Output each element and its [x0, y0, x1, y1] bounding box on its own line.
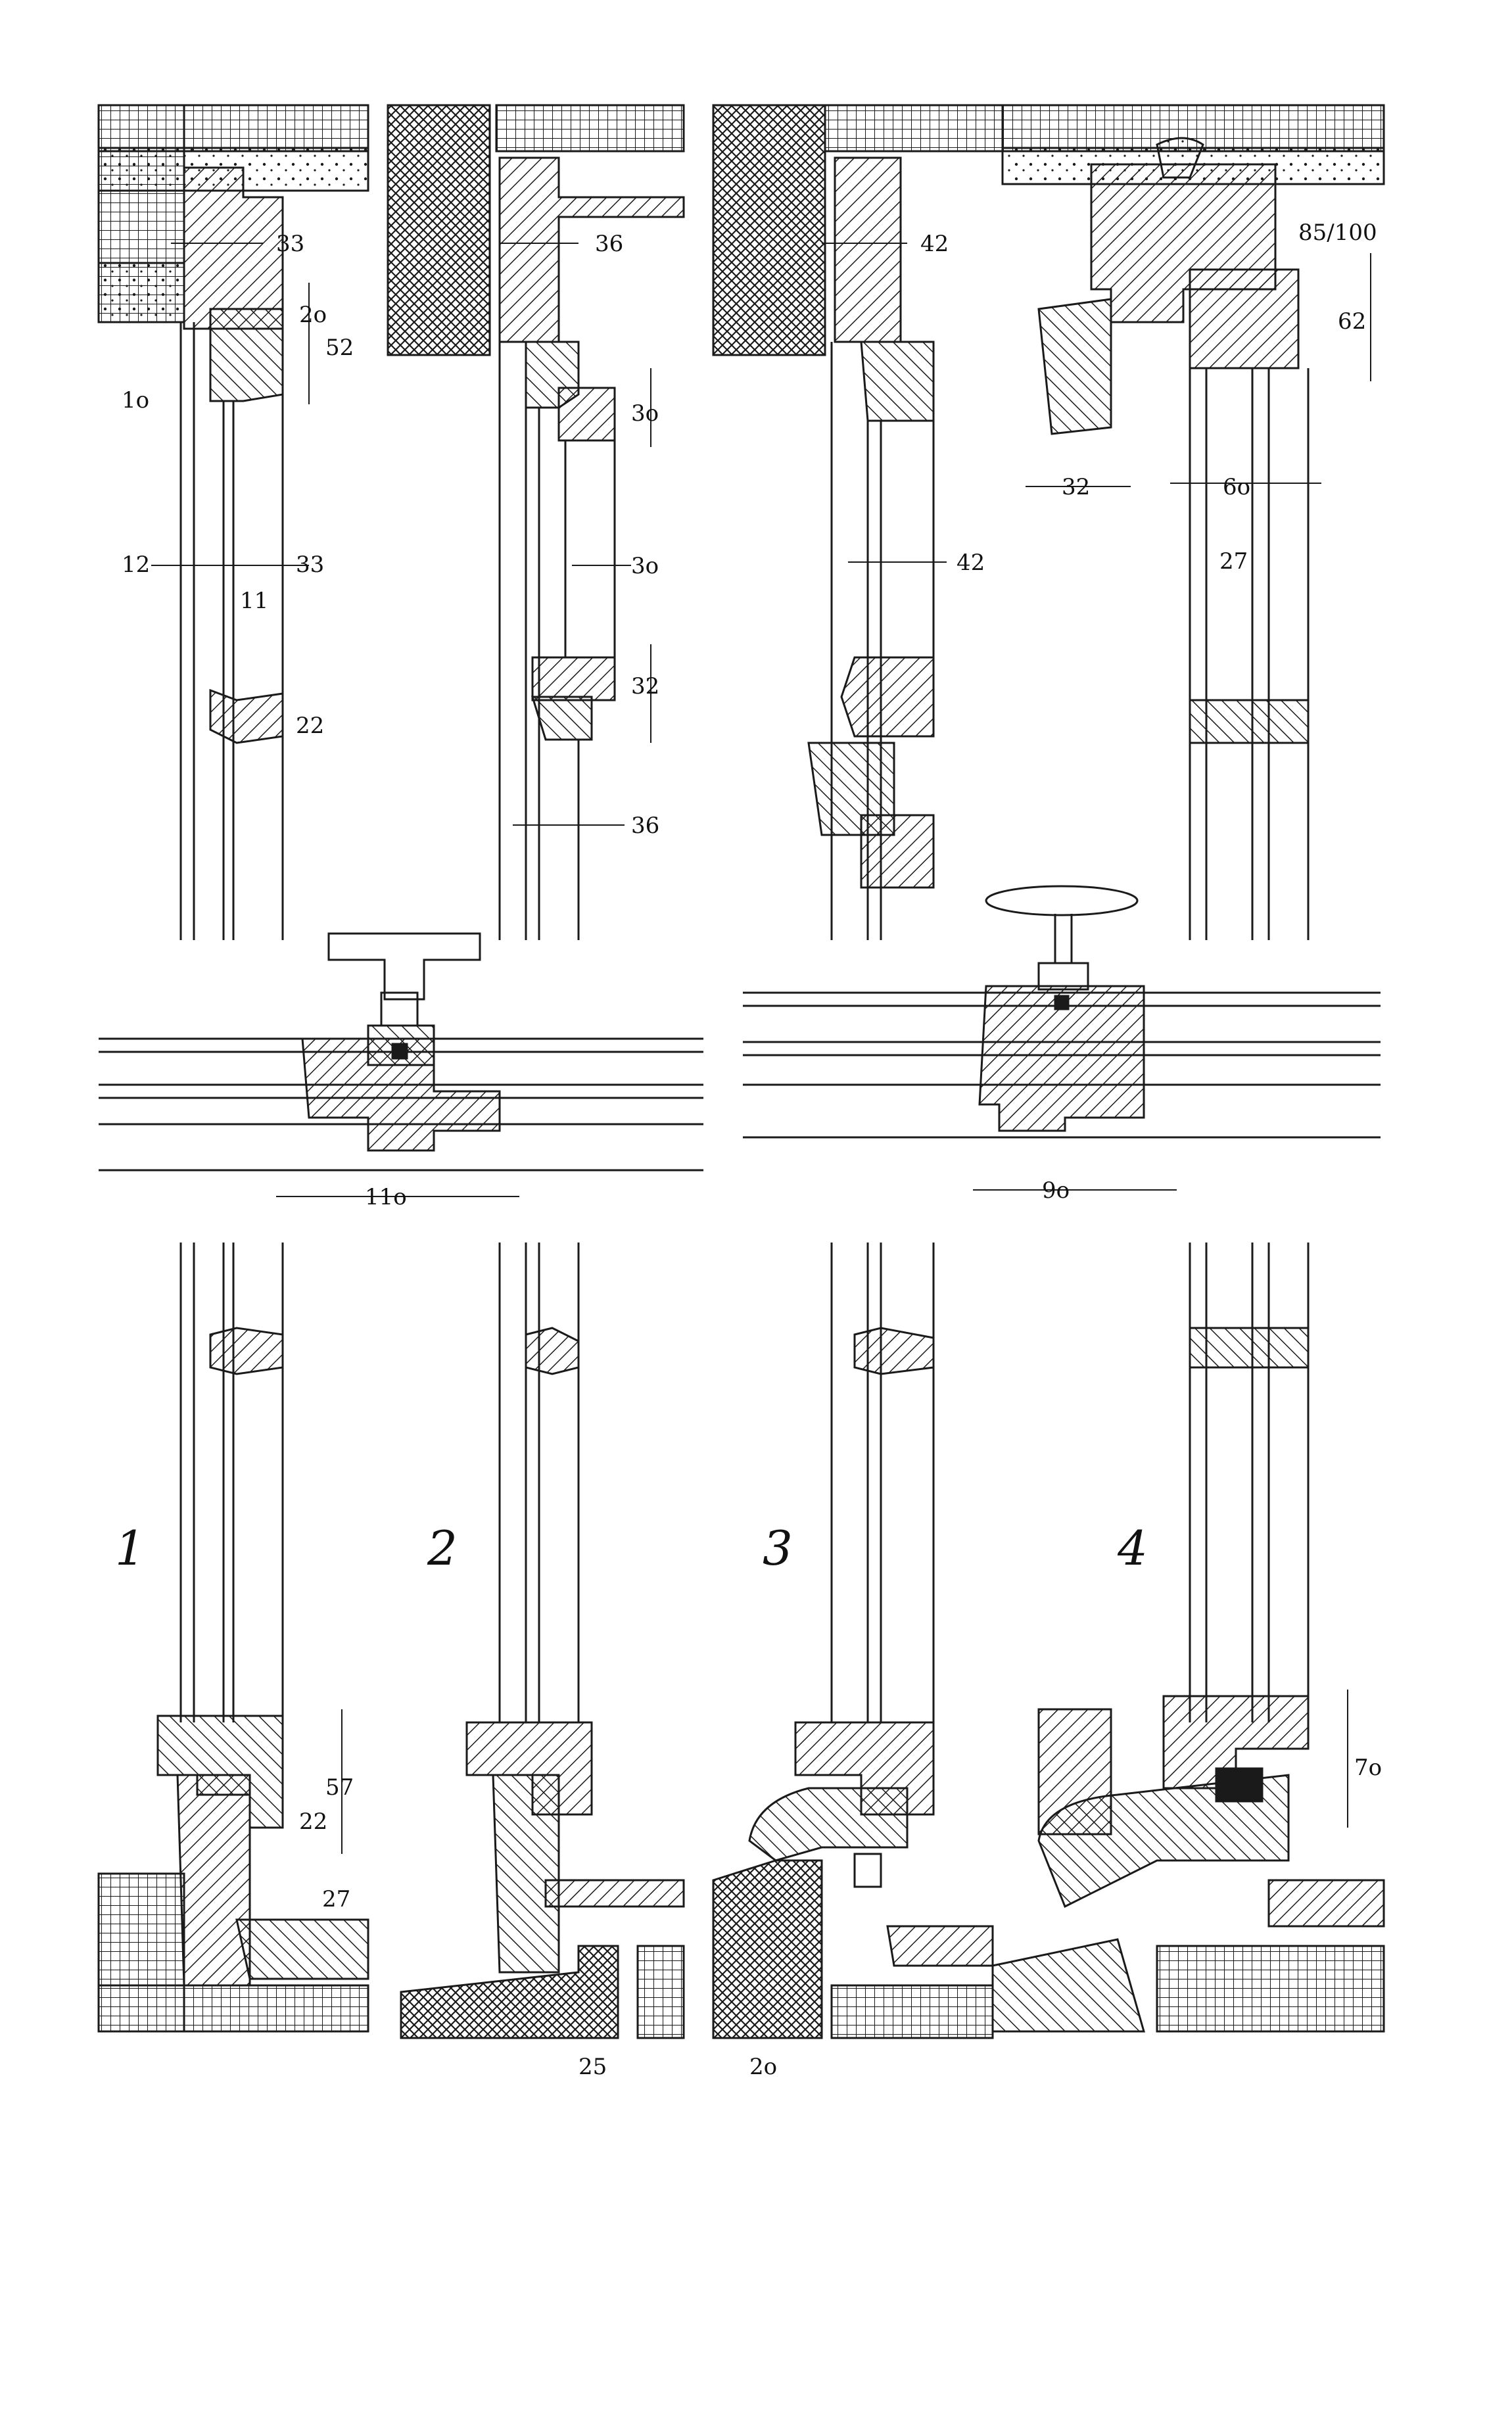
dim-1-27: 27: [322, 1886, 350, 1912]
plan-section-2: [743, 885, 1381, 1139]
dim-4-62: 62: [1338, 308, 1366, 335]
detail-4-head: [1001, 104, 1385, 940]
dim-plan-1-11o: 11o: [365, 1184, 407, 1210]
figure-numbers: 1 2 3 4: [115, 1521, 1148, 1576]
dim-3-42: 42: [920, 231, 949, 257]
plan-section-1: [99, 932, 703, 1172]
dim-4-27: 27: [1219, 548, 1248, 575]
dim-3-2o: 2o: [749, 2054, 777, 2080]
dim-1-22: 22: [296, 713, 324, 739]
dimension-labels: 33 2o 52 1o 12 33 11 22 36 3o 3o 32 36 4…: [122, 220, 1382, 2080]
detail-2-sill: [400, 1243, 685, 2039]
dim-plan-2-9o: 9o: [1042, 1177, 1070, 1204]
dim-1-2o: 2o: [299, 302, 327, 328]
dim-4-85-100: 85/100: [1298, 220, 1377, 246]
dim-1-33b: 33: [296, 552, 324, 578]
dimension-lines: [151, 243, 1371, 1854]
dim-1-57: 57: [325, 1774, 354, 1801]
dim-2-25: 25: [579, 2054, 607, 2080]
detail-4-sill: [991, 1243, 1385, 2033]
detail-1-sill: [97, 1243, 369, 2033]
dim-2-36-b: 36: [631, 813, 659, 839]
figure-number-2: 2: [427, 1521, 458, 1576]
dim-1-12: 12: [122, 552, 150, 578]
dim-4-6o: 6o: [1223, 474, 1250, 500]
dim-2-3o: 3o: [631, 400, 659, 427]
detail-3-sill: [712, 1243, 994, 2039]
dim-1-33: 33: [276, 231, 304, 257]
dim-2-32: 32: [631, 673, 659, 699]
figure-number-3: 3: [763, 1521, 793, 1576]
dim-3-42-b: 42: [957, 550, 985, 576]
dim-2-3o-b: 3o: [631, 553, 659, 579]
dim-1-52: 52: [325, 335, 354, 361]
dim-1-11: 11: [240, 588, 268, 614]
detail-2-head: [387, 104, 685, 940]
dim-2-36: 36: [595, 231, 623, 257]
dim-1-1o: 1o: [122, 387, 149, 414]
detail-3-head: [712, 104, 1004, 940]
dim-1-22-sill: 22: [299, 1809, 327, 1835]
dim-4-32: 32: [1062, 474, 1090, 500]
dim-4-7o: 7o: [1354, 1755, 1382, 1781]
figure-number-1: 1: [115, 1521, 145, 1576]
detail-1-head: [97, 104, 369, 940]
figure-number-4: 4: [1117, 1521, 1148, 1576]
